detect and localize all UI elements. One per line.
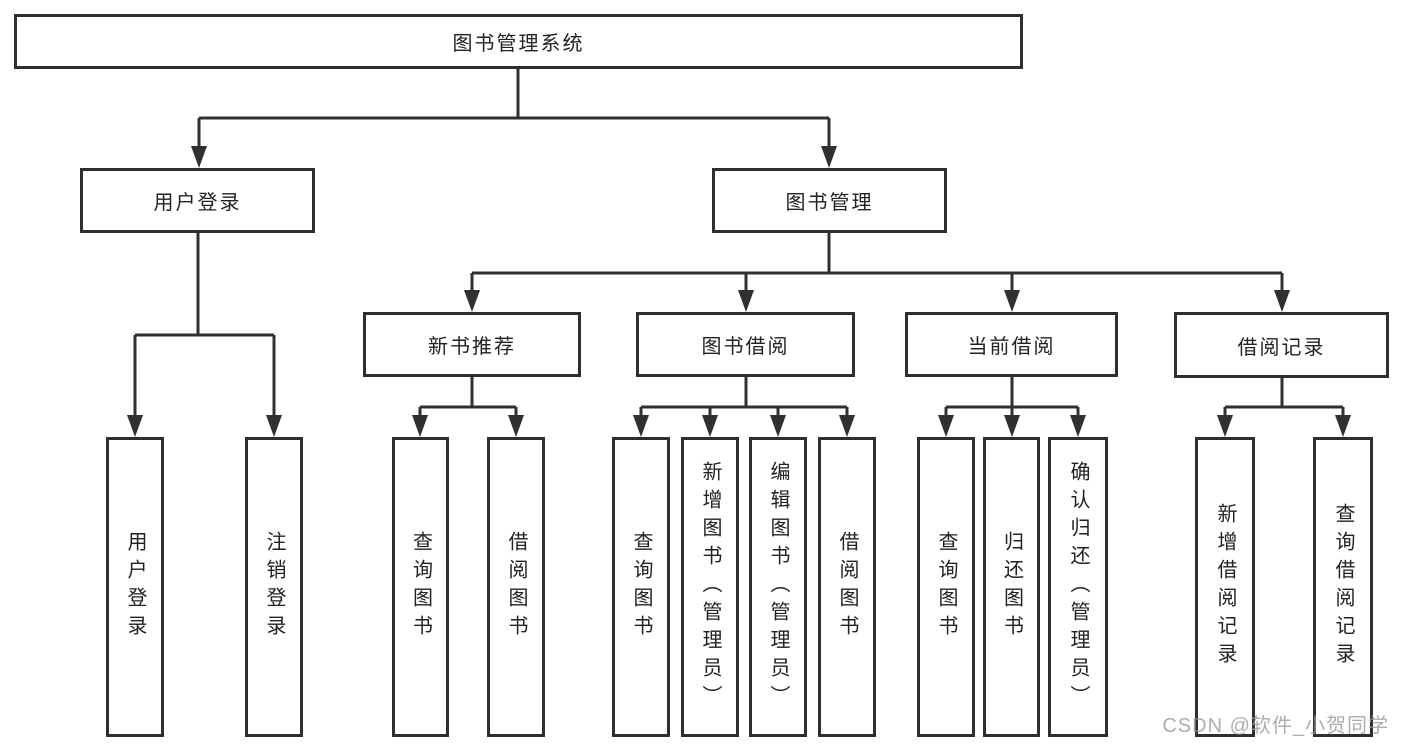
leaf-edit-book-admin: 编辑图书（管理员） [749,437,807,737]
node-user-login-label: 用户登录 [153,192,242,214]
leaf-user-login: 用户登录 [106,437,164,737]
leaf-add-borrow-record-label: 新增借阅记录 [1214,503,1236,671]
leaf-return-book-label: 归还图书 [1000,531,1023,643]
leaf-recommend-borrow-book: 借阅图书 [487,437,545,737]
node-root: 图书管理系统 [14,14,1023,69]
leaf-recommend-query-book: 查询图书 [392,437,449,737]
node-current-borrow: 当前借阅 [905,312,1118,377]
leaf-confirm-return-admin: 确认归还（管理员） [1048,437,1108,737]
node-book-management: 图书管理 [712,168,947,233]
leaf-query-borrow-record-label: 查询借阅记录 [1332,503,1354,671]
leaf-add-book-admin-label: 新增图书（管理员） [699,461,721,713]
connector-edges [133,69,1345,417]
leaf-edit-book-admin-label: 编辑图书（管理员） [767,461,789,713]
node-borrow-record-label: 借阅记录 [1237,336,1326,359]
leaf-borrow-query-book: 查询图书 [612,437,670,737]
leaf-logout-label: 注销登录 [263,531,285,643]
leaf-return-book: 归还图书 [983,437,1040,737]
leaf-logout: 注销登录 [245,437,303,737]
node-borrow-record: 借阅记录 [1174,312,1389,378]
node-book-management-label: 图书管理 [785,192,874,214]
leaf-borrow-book: 借阅图书 [818,437,876,737]
leaf-query-borrow-record: 查询借阅记录 [1313,437,1373,737]
leaf-borrow-query-book-label: 查询图书 [630,531,652,643]
arrowheads [127,146,1351,437]
node-user-login: 用户登录 [80,168,315,233]
node-new-book-recommend-label: 新书推荐 [428,336,516,358]
leaf-add-borrow-record: 新增借阅记录 [1195,437,1255,737]
leaf-recommend-query-book-label: 查询图书 [409,531,432,643]
node-root-label: 图书管理系统 [452,33,585,55]
node-new-book-recommend: 新书推荐 [363,312,581,377]
leaf-user-login-label: 用户登录 [124,531,146,643]
leaf-confirm-return-admin-label: 确认归还（管理员） [1067,461,1089,713]
leaf-recommend-borrow-book-label: 借阅图书 [505,531,527,643]
node-book-borrow-label: 图书借阅 [701,336,790,358]
leaf-current-query-book-label: 查询图书 [935,531,957,643]
node-book-borrow: 图书借阅 [636,312,855,377]
leaf-add-book-admin: 新增图书（管理员） [681,437,739,737]
watermark: CSDN @软件_小贺同学 [1162,715,1389,737]
leaf-borrow-book-label: 借阅图书 [836,531,858,643]
leaf-current-query-book: 查询图书 [917,437,975,737]
node-current-borrow-label: 当前借阅 [967,336,1056,358]
